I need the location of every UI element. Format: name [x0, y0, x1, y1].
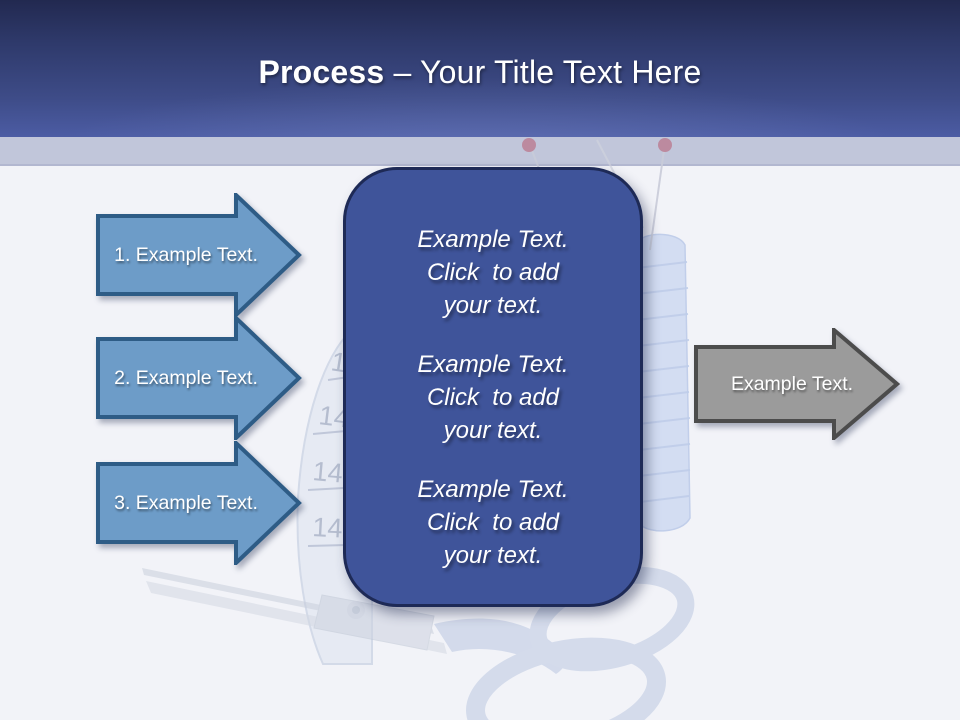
slide-title-keyword: Process	[258, 54, 385, 90]
svg-text:14: 14	[311, 456, 344, 489]
step-arrow-label: 3. Example Text.	[114, 491, 258, 514]
text-panel[interactable]: Example Text. Click to add your text. Ex…	[343, 167, 643, 607]
slide-title-subtitle: – Your Title Text Here	[384, 54, 702, 90]
panel-text-placeholder[interactable]: Example Text. Click to add your text.	[417, 476, 569, 569]
step-arrow-label: 1. Example Text.	[114, 243, 258, 266]
step-arrow-3[interactable]: 3. Example Text.	[96, 441, 302, 565]
result-arrow[interactable]: Example Text.	[694, 328, 900, 440]
panel-text-placeholder[interactable]: Example Text. Click to add your text.	[417, 226, 569, 319]
thread-spool	[635, 233, 691, 532]
accent-strip	[0, 137, 960, 166]
result-arrow-label: Example Text.	[730, 372, 854, 395]
arrow-right-shape	[96, 441, 302, 565]
step-arrow-label: 2. Example Text.	[114, 366, 258, 389]
arrow-right-shape	[694, 328, 900, 440]
svg-text:14: 14	[312, 512, 344, 544]
panel-text-placeholder[interactable]: Example Text. Click to add your text.	[417, 351, 569, 444]
step-arrow-1[interactable]: 1. Example Text.	[96, 193, 302, 317]
header-band	[0, 0, 960, 137]
step-arrow-2[interactable]: 2. Example Text.	[96, 316, 302, 440]
slide-title: Process – Your Title Text Here	[0, 54, 960, 91]
arrow-right-shape	[96, 316, 302, 440]
arrow-right-shape	[96, 193, 302, 317]
